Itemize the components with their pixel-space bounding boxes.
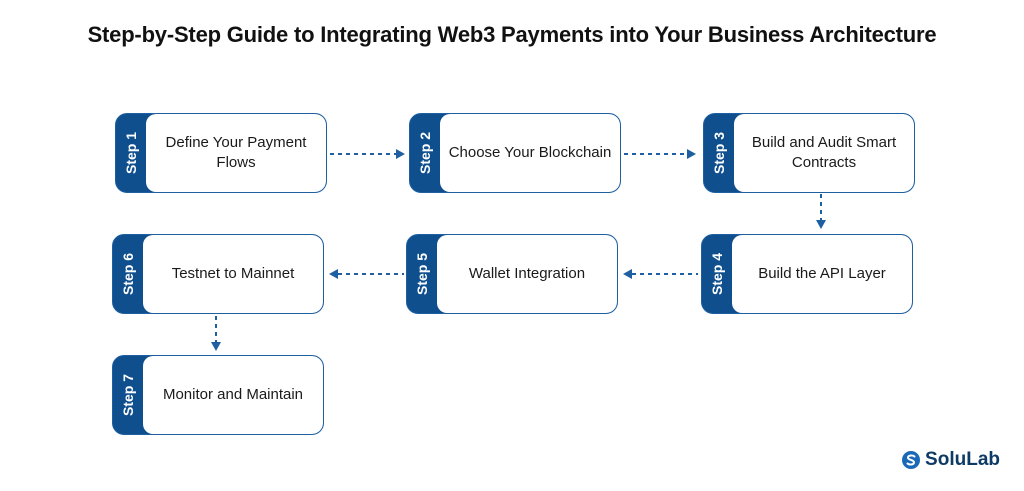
- step-2-card: Step 2 Choose Your Blockchain: [409, 113, 621, 193]
- step-1-label: Define Your Payment Flows: [146, 114, 326, 192]
- arrow-step6-to-step7: [211, 316, 221, 351]
- step-1-tab: Step 1: [123, 131, 140, 175]
- arrow-step1-to-step2: [330, 149, 405, 159]
- step-7-tab: Step 7: [120, 373, 137, 417]
- step-5-label: Wallet Integration: [437, 235, 617, 313]
- step-4-card: Step 4 Build the API Layer: [701, 234, 913, 314]
- step-7-label: Monitor and Maintain: [143, 356, 323, 434]
- step-7-card: Step 7 Monitor and Maintain: [112, 355, 324, 435]
- step-3-card: Step 3 Build and Audit Smart Contracts: [703, 113, 915, 193]
- step-4-tab: Step 4: [709, 252, 726, 296]
- brand-logo: SoluLab: [901, 449, 1000, 471]
- step-3-label: Build and Audit Smart Contracts: [734, 114, 914, 192]
- step-5-tab: Step 5: [414, 252, 431, 296]
- step-5-card: Step 5 Wallet Integration: [406, 234, 618, 314]
- step-3-tab: Step 3: [711, 131, 728, 175]
- arrow-step5-to-step6: [329, 269, 404, 279]
- arrow-step2-to-step3: [624, 149, 696, 159]
- step-6-tab: Step 6: [120, 252, 137, 296]
- step-6-label: Testnet to Mainnet: [143, 235, 323, 313]
- step-4-label: Build the API Layer: [732, 235, 912, 313]
- step-2-label: Choose Your Blockchain: [440, 114, 620, 192]
- page-title: Step-by-Step Guide to Integrating Web3 P…: [87, 22, 937, 47]
- arrow-step4-to-step5: [623, 269, 698, 279]
- step-2-tab: Step 2: [417, 131, 434, 175]
- arrow-step3-to-step4: [816, 194, 826, 229]
- solulab-logo-icon: [902, 451, 921, 469]
- step-6-card: Step 6 Testnet to Mainnet: [112, 234, 324, 314]
- step-1-card: Step 1 Define Your Payment Flows: [115, 113, 327, 193]
- brand-name: SoluLab: [925, 449, 1000, 470]
